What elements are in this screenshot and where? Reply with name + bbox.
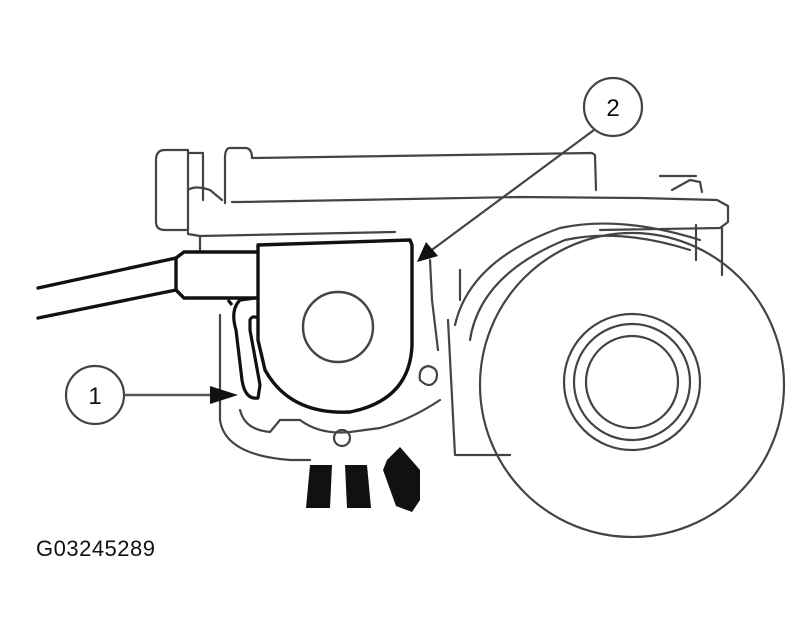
retaining-clip [226, 296, 262, 400]
motor-housing [218, 258, 462, 462]
top-rail [154, 146, 730, 277]
callout-2: 2 [417, 76, 644, 262]
direction-arrows [306, 447, 420, 512]
callout-1: 1 [64, 364, 238, 426]
drive-wheel [446, 222, 786, 539]
svg-text:1: 1 [88, 383, 101, 410]
cover-boss [301, 290, 375, 364]
cable [36, 250, 260, 320]
figure-id: G03245289 [36, 536, 156, 561]
cover [256, 238, 414, 414]
svg-text:2: 2 [606, 95, 619, 122]
